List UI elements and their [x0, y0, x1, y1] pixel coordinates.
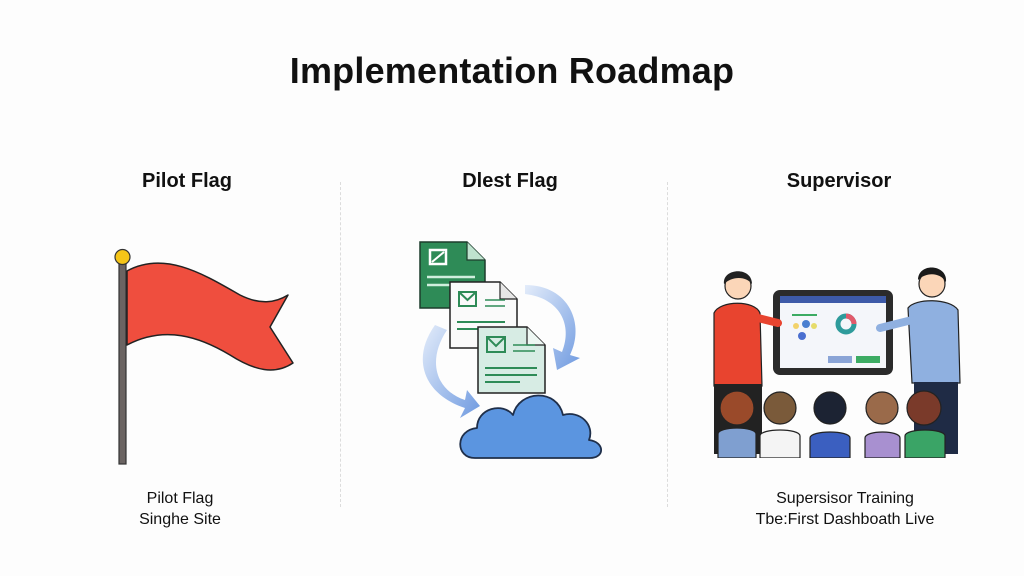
caption-supervisor-training: Supersisor Training Tbe:First Dashboath …: [740, 488, 950, 530]
caption-line: Pilot Flag: [146, 490, 214, 507]
caption-line: Tbe:First Dashboath Live: [755, 511, 935, 528]
column-divider: [340, 182, 341, 507]
page-title: Implementation Roadmap: [289, 50, 735, 91]
column-heading-pilot-flag: Pilot Flag: [142, 170, 232, 192]
red-flag-icon: [114, 248, 294, 465]
supervisor-training-illustration: [713, 267, 961, 458]
column-divider: [667, 182, 668, 507]
caption-line: Supersisor Training: [776, 490, 914, 507]
documents-to-cloud-icon: [419, 241, 603, 459]
column-heading-dlest-flag: Dlest Flag: [462, 170, 558, 192]
caption-pilot-flag: Pilot Flag Singhe Site: [100, 488, 260, 530]
caption-line: Singhe Site: [139, 511, 221, 528]
column-heading-supervisor: Supervisor: [786, 170, 892, 192]
